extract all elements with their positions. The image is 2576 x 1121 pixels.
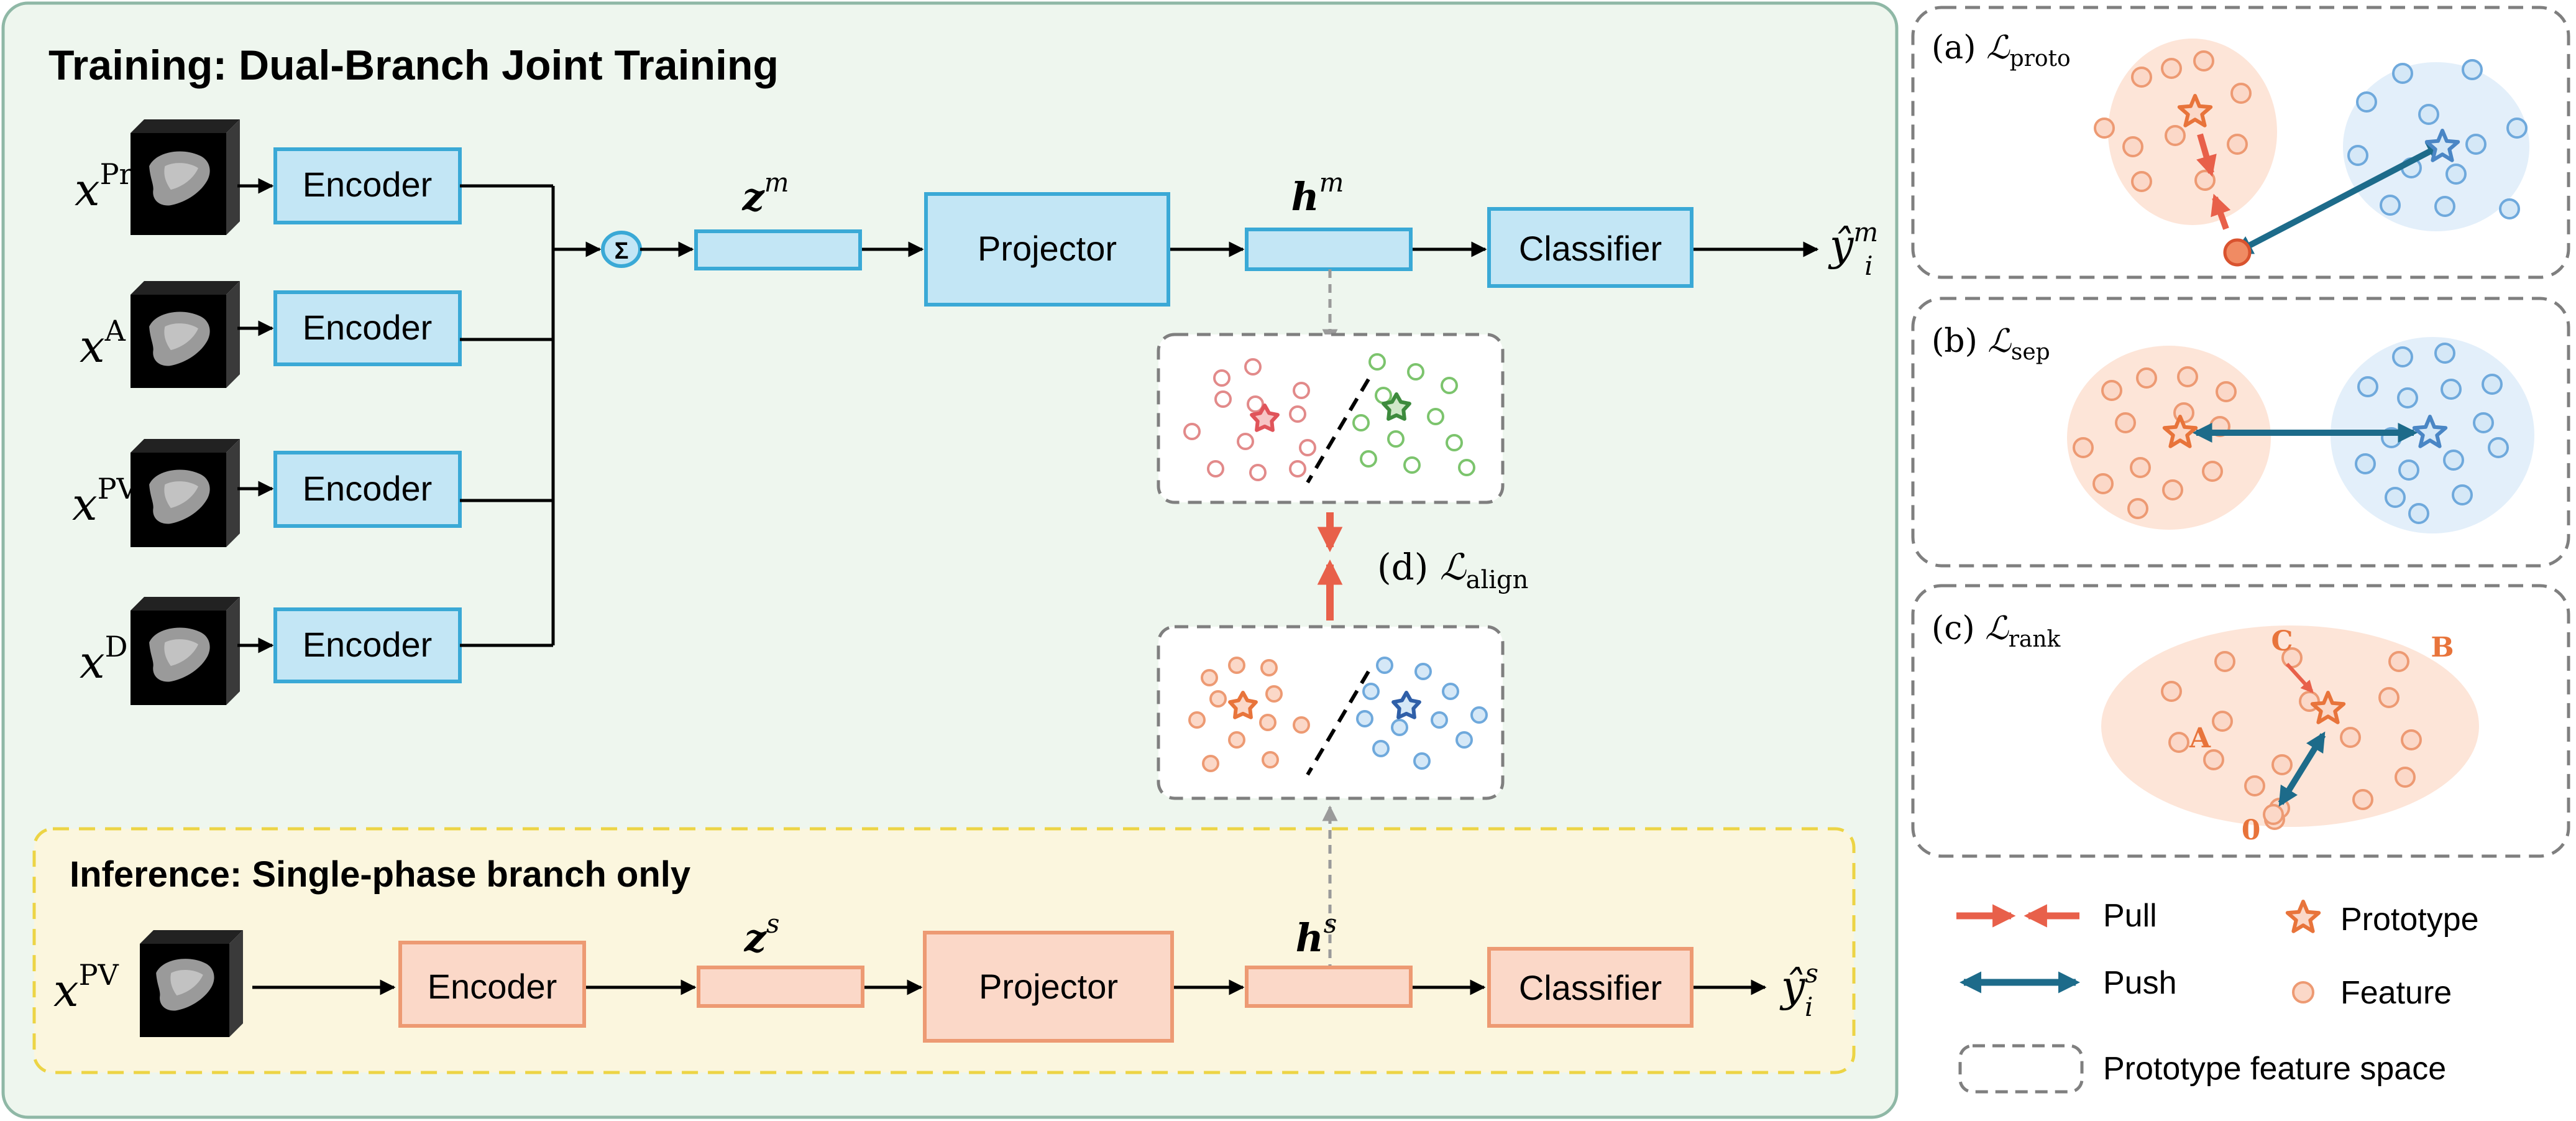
feature-vector-zs bbox=[697, 966, 864, 1008]
svg-text:B: B bbox=[2431, 632, 2454, 663]
input-label-pre: xPre bbox=[75, 157, 150, 216]
encoder-a: Encoder bbox=[273, 290, 462, 366]
input-volume-pre bbox=[131, 119, 240, 235]
training-title: Training: Dual-Branch Joint Training bbox=[48, 42, 779, 89]
legend-feature: Feature bbox=[2292, 975, 2452, 1011]
hs-label: hs bbox=[1296, 908, 1337, 961]
prototype-star-red bbox=[1250, 404, 1280, 432]
classifier-training: Classifier bbox=[1487, 207, 1694, 288]
svg-text:Pull: Pull bbox=[2103, 898, 2157, 934]
feature-vector-hs bbox=[1245, 966, 1413, 1008]
input-volume-pv bbox=[131, 439, 240, 547]
encoder-inference: Encoder bbox=[398, 941, 586, 1028]
svg-text:Encoder: Encoder bbox=[303, 308, 433, 347]
panel-b-sep: (b) ℒsep bbox=[1911, 297, 2570, 568]
prototype-star-blue bbox=[1391, 691, 1421, 719]
panel-a-proto: (a) ℒproto bbox=[1911, 6, 2570, 279]
alignment-space-multiphase bbox=[1157, 333, 1505, 504]
svg-text:Classifier: Classifier bbox=[1519, 968, 1662, 1007]
input-label-a: xA bbox=[80, 314, 126, 372]
zs-label: zs bbox=[744, 908, 780, 961]
svg-text:C: C bbox=[2271, 625, 2293, 657]
svg-text:(b) ℒsep: (b) ℒsep bbox=[1932, 323, 2050, 365]
cluster-blue bbox=[1356, 657, 1488, 770]
input-label-d: xD bbox=[80, 630, 128, 688]
inference-title: Inference: Single-phase branch only bbox=[70, 854, 690, 895]
svg-text:Encoder: Encoder bbox=[303, 165, 433, 204]
svg-text:Encoder: Encoder bbox=[428, 967, 557, 1006]
cluster-red bbox=[1183, 358, 1316, 481]
prototype-star-green bbox=[1382, 392, 1411, 421]
legend-prototype: Prototype bbox=[2285, 900, 2479, 938]
svg-text:Encoder: Encoder bbox=[303, 469, 433, 508]
svg-text:Prototype feature space: Prototype feature space bbox=[2103, 1051, 2446, 1087]
input-label-pv: xPV bbox=[72, 472, 138, 530]
legend-pull: Pull bbox=[1956, 898, 2157, 934]
encoder-d: Encoder bbox=[273, 607, 462, 683]
svg-text:Classifier: Classifier bbox=[1519, 229, 1662, 268]
panel-c-rank: (c) ℒrank C B A 0 bbox=[1911, 584, 2570, 858]
inference-input-volume bbox=[140, 930, 243, 1037]
merge-lines bbox=[460, 184, 602, 647]
svg-text:(a) ℒproto: (a) ℒproto bbox=[1932, 29, 2071, 72]
align-loss-label: (d) ℒalign bbox=[1377, 546, 1528, 594]
prototype-star-orange bbox=[1228, 691, 1258, 719]
svg-text:0: 0 bbox=[2242, 814, 2261, 846]
svg-text:Prototype: Prototype bbox=[2340, 902, 2479, 938]
svg-text:Push: Push bbox=[2103, 965, 2177, 1001]
svg-text:Projector: Projector bbox=[979, 967, 1118, 1006]
classifier-inference: Classifier bbox=[1487, 947, 1694, 1028]
alignment-space-singlephase bbox=[1157, 625, 1505, 800]
hm-label: hm bbox=[1291, 167, 1344, 219]
svg-text:A: A bbox=[2189, 722, 2211, 754]
svg-text:Feature: Feature bbox=[2340, 975, 2452, 1011]
svg-text:Σ: Σ bbox=[615, 238, 629, 264]
legend-push: Push bbox=[1959, 965, 2177, 1001]
legend: Pull Push Prototype Feature Prototype fe… bbox=[1956, 898, 2479, 1094]
projector-training: Projector bbox=[924, 192, 1170, 307]
legend-feature-space: Prototype feature space bbox=[1958, 1044, 2446, 1094]
input-volume-a bbox=[131, 281, 240, 388]
inference-input-label: xPV bbox=[53, 958, 119, 1017]
input-volume-d bbox=[131, 597, 240, 705]
feature-vector-hm bbox=[1245, 228, 1413, 271]
encoder-pre: Encoder bbox=[273, 147, 462, 224]
svg-text:(c) ℒrank: (c) ℒrank bbox=[1932, 610, 2061, 652]
feature-vector-zm bbox=[694, 229, 862, 270]
encoder-pv: Encoder bbox=[273, 451, 462, 528]
svg-text:Encoder: Encoder bbox=[303, 625, 433, 664]
cluster-orange bbox=[1188, 657, 1310, 772]
svg-text:Projector: Projector bbox=[978, 229, 1117, 268]
sum-node: Σ bbox=[601, 231, 642, 268]
zm-label: zm bbox=[741, 167, 789, 219]
projector-inference: Projector bbox=[923, 931, 1174, 1043]
